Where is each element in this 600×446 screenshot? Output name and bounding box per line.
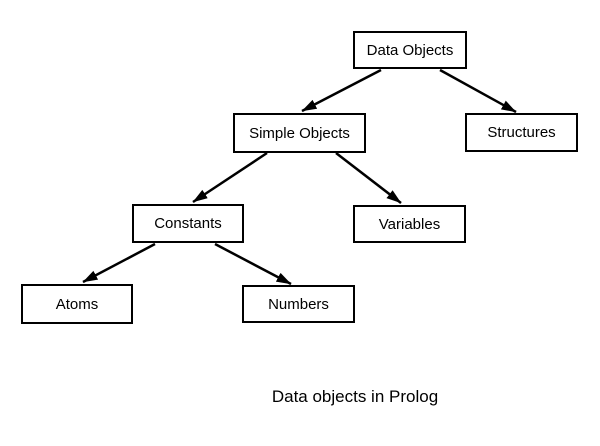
- node-variables: Variables: [353, 205, 466, 243]
- diagram-caption: Data objects in Prolog: [271, 387, 439, 406]
- node-atoms-label: Atoms: [55, 295, 99, 313]
- node-structures-label: Structures: [487, 124, 556, 141]
- edge-constants-numbers: [214, 242, 292, 286]
- edge-simpleobjects-variables: [335, 152, 402, 204]
- node-simple-objects: Simple Objects: [233, 113, 366, 153]
- node-numbers-label: Numbers: [268, 295, 329, 313]
- node-simple-objects-label: Simple Objects: [249, 124, 350, 142]
- node-data-objects-label: Data Objects: [366, 41, 454, 59]
- node-constants: Constants: [132, 204, 244, 243]
- edge-simpleobjects-constants: [192, 151, 268, 204]
- node-atoms: Atoms: [21, 284, 133, 324]
- edge-dataobjects-simpleobjects: [301, 68, 382, 113]
- node-constants-label: Constants: [154, 215, 222, 232]
- node-numbers: Numbers: [242, 285, 355, 323]
- edge-constants-atoms: [82, 242, 156, 284]
- node-data-objects: Data Objects: [353, 31, 467, 69]
- node-variables-label: Variables: [378, 215, 441, 233]
- node-structures: Structures: [465, 113, 578, 152]
- edge-dataobjects-structures: [439, 68, 517, 114]
